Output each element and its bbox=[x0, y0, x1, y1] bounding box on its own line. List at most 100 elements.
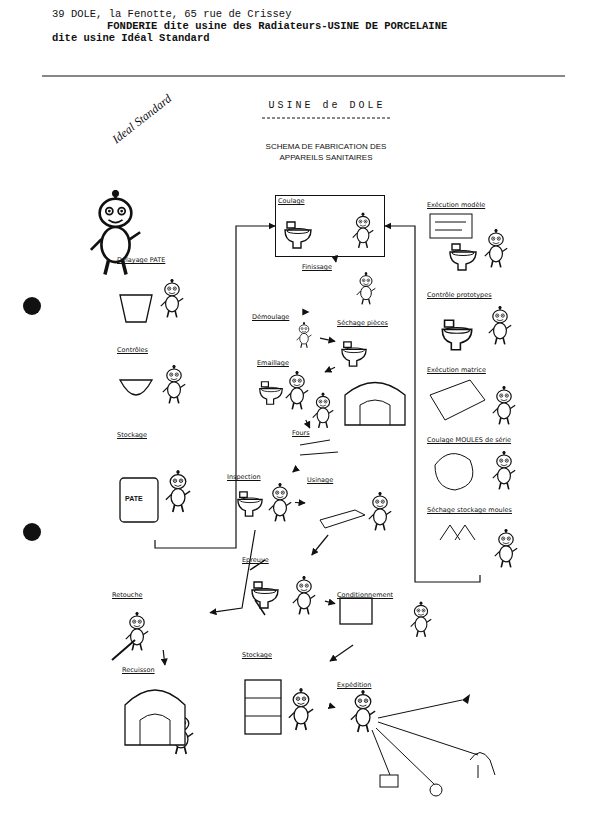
kiln bbox=[345, 383, 405, 426]
process-step: Epreuve bbox=[240, 555, 325, 627]
camel-shape bbox=[470, 753, 495, 779]
process-step: Stockage bbox=[240, 650, 330, 735]
board-line bbox=[435, 222, 466, 223]
process-step: Contrôles bbox=[115, 345, 195, 420]
punch-hole bbox=[23, 297, 41, 315]
step-label: Stockage bbox=[117, 431, 147, 439]
worker-robot bbox=[166, 470, 190, 512]
worker-robot bbox=[493, 386, 515, 424]
worker-robot bbox=[351, 690, 375, 732]
flow-arrow bbox=[335, 257, 337, 262]
flow-arrow bbox=[312, 535, 328, 555]
step-label: Retouche bbox=[112, 591, 143, 599]
board-line bbox=[435, 230, 462, 231]
header-name: dite usine Idéal Standard bbox=[52, 32, 210, 44]
worker-robot bbox=[269, 483, 291, 521]
punch-hole bbox=[23, 523, 41, 541]
toilet-piece bbox=[450, 244, 476, 270]
step-label: Inspection bbox=[227, 473, 261, 481]
shipping-line bbox=[378, 722, 478, 755]
step-label: Contrôle prototypes bbox=[427, 291, 492, 299]
shipping-line bbox=[378, 700, 462, 718]
worker-robot bbox=[353, 213, 374, 248]
step-label: Epreuve bbox=[242, 556, 269, 564]
flow-arrow bbox=[330, 706, 335, 708]
paint-brush bbox=[112, 640, 135, 660]
control-bowl bbox=[120, 380, 152, 395]
process-step: Fours bbox=[290, 428, 350, 468]
worker-robot bbox=[286, 371, 308, 409]
matrix-block bbox=[430, 380, 485, 420]
toilet-piece bbox=[442, 320, 471, 349]
process-step: Séchage pièces bbox=[335, 318, 410, 380]
toilet-piece bbox=[252, 582, 278, 608]
step-label: Expédition bbox=[337, 681, 371, 689]
wheel-shape bbox=[430, 784, 442, 796]
flow-arrow bbox=[325, 367, 335, 372]
step-label: Contrôles bbox=[117, 346, 148, 354]
diagram-title: USINE de DOLE bbox=[250, 100, 404, 111]
worker-robot bbox=[297, 322, 312, 348]
flow-arrow bbox=[325, 601, 335, 603]
toilet-piece bbox=[238, 492, 262, 516]
step-label: Stockage bbox=[242, 651, 272, 659]
header-address: 39 DOLE, la Fenotte, 65 rue de Crissey bbox=[52, 8, 291, 20]
kiln-rails bbox=[300, 440, 338, 455]
flow-arrow bbox=[163, 650, 165, 665]
machining-tool bbox=[320, 510, 365, 528]
worker-robot bbox=[289, 688, 313, 730]
worker-robot bbox=[163, 365, 185, 403]
kiln-door bbox=[360, 400, 390, 425]
step-label: Séchage stockage moules bbox=[427, 506, 512, 514]
kiln-door bbox=[140, 714, 170, 745]
series-mould bbox=[435, 454, 473, 490]
process-step: Contrôle prototypes bbox=[425, 290, 520, 355]
step-label: Démoulage bbox=[252, 313, 289, 321]
step-label: Exécution matrice bbox=[427, 366, 486, 374]
process-step: Exécution matrice bbox=[425, 365, 520, 430]
process-step: Exécution modèle bbox=[425, 200, 515, 275]
jar-label: PATE bbox=[125, 495, 143, 502]
worker-robot bbox=[161, 279, 183, 317]
header-rule bbox=[42, 76, 565, 77]
paste-jar bbox=[120, 478, 158, 522]
process-step: Stockage bbox=[115, 430, 195, 540]
worker-robot bbox=[493, 451, 515, 489]
truck-shape bbox=[380, 775, 398, 787]
flow-arrow bbox=[385, 226, 480, 582]
worker-robot bbox=[313, 393, 334, 428]
process-step: Démoulage bbox=[250, 312, 320, 350]
step-label: Usinage bbox=[307, 476, 333, 484]
worker-robot bbox=[489, 306, 511, 344]
flow-arrow bbox=[306, 420, 310, 428]
packing-box bbox=[340, 598, 372, 624]
process-step: Usinage bbox=[305, 475, 400, 535]
worker-robot bbox=[293, 576, 315, 614]
shipping-line bbox=[372, 730, 390, 775]
test-hammer bbox=[250, 560, 265, 615]
mixing-bowl bbox=[120, 295, 152, 322]
flow-arrow bbox=[210, 530, 255, 613]
worker-robot bbox=[411, 602, 432, 637]
toilet-piece bbox=[260, 382, 283, 405]
drawing-board bbox=[430, 214, 472, 238]
flow-arrow bbox=[293, 468, 298, 472]
worker-robot bbox=[357, 272, 376, 304]
flow-arrow bbox=[155, 226, 275, 548]
step-label: Fours bbox=[292, 429, 310, 437]
flow-arrow bbox=[330, 645, 353, 661]
brand-logo: Ideal Standard bbox=[110, 92, 174, 145]
worker-robot bbox=[369, 492, 391, 530]
title-underline bbox=[262, 118, 392, 119]
toilet-piece bbox=[285, 222, 311, 248]
refire-kiln bbox=[125, 690, 185, 745]
flow-arrow bbox=[320, 338, 335, 341]
process-step: Conditionnement bbox=[335, 590, 450, 645]
step-label: Coulage MOULES de série bbox=[427, 436, 511, 444]
step-label: Recuisson bbox=[122, 666, 155, 674]
step-label: Séchage pièces bbox=[337, 319, 388, 327]
step-label: Délayage PATE bbox=[117, 256, 165, 264]
shelf-line bbox=[245, 716, 281, 717]
